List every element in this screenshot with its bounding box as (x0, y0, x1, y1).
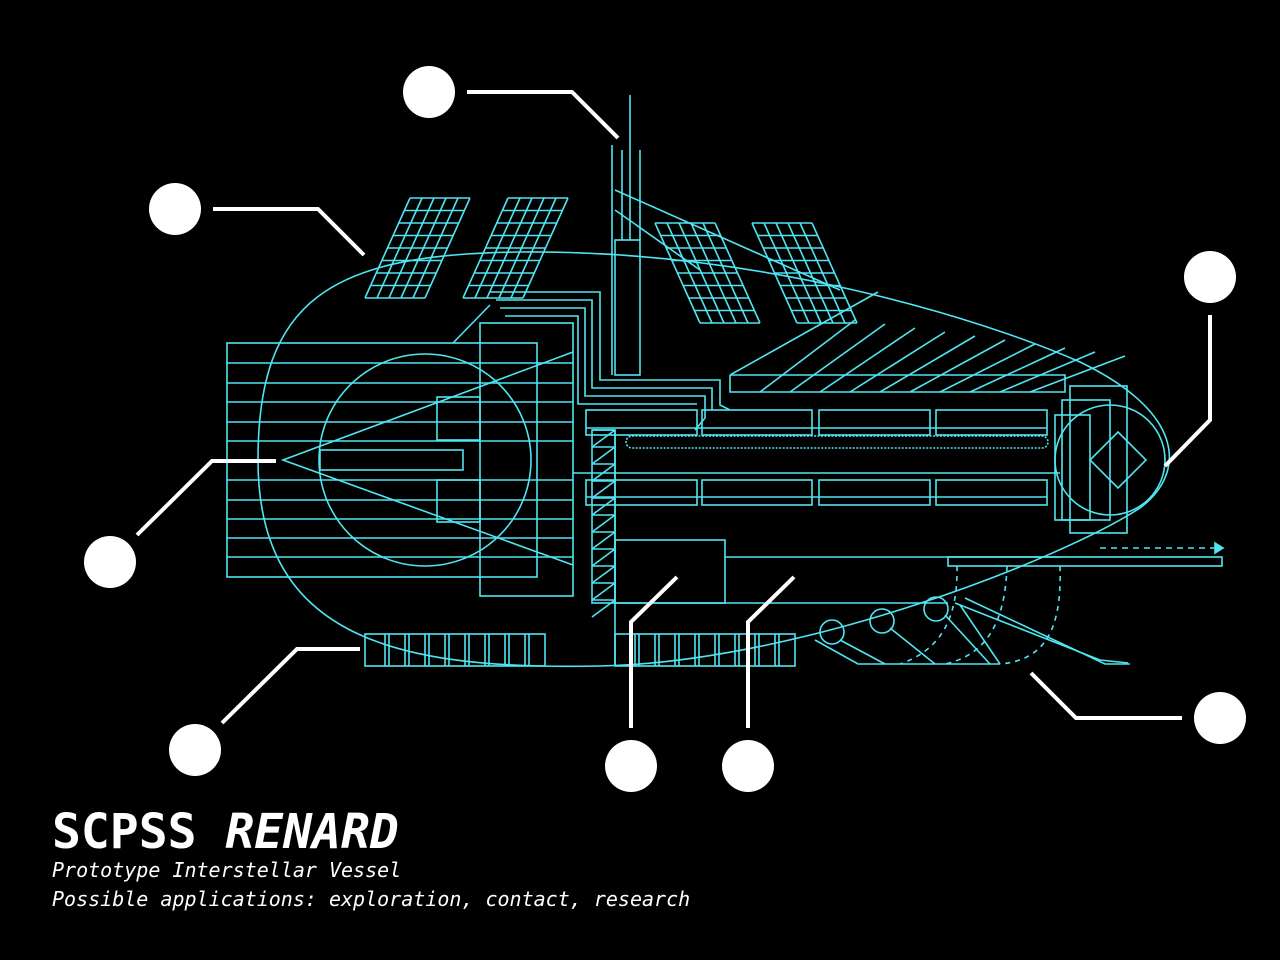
reactor-ring (318, 353, 532, 567)
diagram-line (614, 189, 841, 291)
engine-diamond (1088, 430, 1148, 490)
callout-marker-5 (169, 724, 221, 776)
hatch (789, 323, 886, 393)
cargo-block (614, 633, 796, 667)
diagram-line (818, 479, 931, 506)
hatch (591, 548, 616, 567)
diagram-line (500, 307, 706, 431)
callout-leader-line (746, 575, 796, 728)
hatch (999, 351, 1096, 393)
diagram-line (947, 556, 1223, 567)
diagram-line (280, 351, 574, 566)
hatch (591, 480, 616, 499)
diagram-line (226, 95, 1225, 668)
callout-leader-line (135, 459, 276, 537)
callout-marker-4 (84, 536, 136, 588)
diagram-line (452, 304, 491, 344)
callout-leader-line (1029, 671, 1182, 720)
diagram-line (899, 565, 958, 665)
applications-text: Possible applications: exploration, cont… (52, 887, 691, 911)
hatch (591, 497, 616, 516)
callout-marker-8 (1194, 692, 1246, 744)
diagram-line (479, 322, 574, 597)
hatch (591, 582, 616, 601)
hatch (819, 327, 916, 393)
diagram-line (729, 291, 879, 376)
diagram-line (1214, 541, 1225, 555)
diagram-line (227, 197, 1126, 667)
diagram-line (701, 409, 813, 436)
diagram-line (1061, 399, 1111, 521)
diagram-line (84, 66, 1246, 792)
hatch (944, 614, 991, 665)
callout-leader-line (213, 207, 366, 257)
hatch (1029, 355, 1126, 393)
diagram-line (436, 479, 481, 523)
vessel-title: SCPSS RENARD (52, 804, 399, 860)
callout-marker-3 (1184, 251, 1236, 303)
hatch (591, 565, 616, 584)
diagram-line (436, 396, 481, 441)
hatch (889, 627, 936, 665)
hatch (839, 639, 886, 665)
subtitle: Prototype Interstellar Vessel (52, 858, 402, 882)
cargo-block (364, 633, 546, 667)
diagram-line (944, 565, 1008, 665)
diagram-line (319, 449, 464, 471)
diagram-line (1069, 385, 1128, 534)
diagram-line (869, 608, 895, 634)
diagram-line (818, 409, 931, 436)
hatch (591, 446, 616, 465)
hatch (879, 335, 976, 393)
diagram-line (935, 479, 1048, 506)
hatch (591, 514, 616, 533)
callout-marker-7 (722, 740, 774, 792)
diagram-line (490, 291, 731, 411)
diagram-line (496, 299, 713, 410)
diagram-line (614, 239, 641, 376)
callout-marker-1 (403, 66, 455, 118)
diagram-line (729, 374, 1066, 393)
diagram-line (954, 602, 1129, 664)
diagram-line (935, 409, 1048, 436)
hatch (849, 331, 946, 393)
diagram-line (585, 479, 698, 506)
title-prefix: SCPSS (52, 804, 197, 860)
hatch (939, 343, 1036, 393)
callout-marker-2 (149, 183, 201, 235)
hatch (591, 599, 616, 618)
diagram-line (819, 619, 845, 645)
callout-leader-line (629, 575, 679, 728)
diagram-line (923, 596, 949, 622)
drive-coil (625, 435, 1049, 449)
hatch (759, 319, 856, 393)
diagram-line (964, 597, 1130, 665)
hull-outline (257, 251, 1171, 668)
diagram-line (585, 409, 698, 436)
hatch (591, 463, 616, 482)
hatch (959, 604, 1001, 665)
hatch (591, 429, 616, 448)
diagram-line (701, 479, 813, 506)
vessel-name: RENARD (225, 804, 399, 860)
diagram-line (999, 565, 1061, 665)
callout-marker-6 (605, 740, 657, 792)
callout-leader-line (467, 90, 620, 140)
diagram-line (614, 539, 726, 604)
callout-leader-line (1163, 315, 1212, 468)
hatch (969, 347, 1066, 393)
diagram-line (1054, 414, 1091, 521)
hatch (591, 531, 616, 550)
hatch (909, 339, 1006, 393)
callout-leader-line (220, 647, 360, 725)
diagram-line (814, 639, 1000, 665)
diagram-line (505, 315, 697, 405)
